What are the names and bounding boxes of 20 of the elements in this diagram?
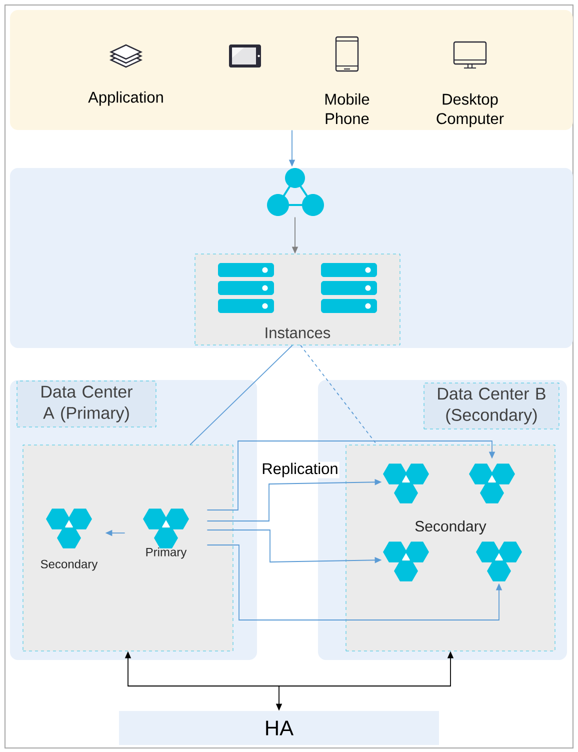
- title-box: Data Center B (Secondary): [424, 382, 560, 430]
- database-icon: [469, 464, 515, 504]
- panel: [10, 10, 573, 130]
- network-icon: [267, 168, 324, 216]
- tablet-icon: [229, 44, 261, 68]
- connector: [190, 344, 293, 446]
- icon-label: Application: [88, 91, 163, 106]
- icon-label: Mobile Phone: [325, 93, 370, 124]
- database-icon: [383, 464, 429, 504]
- edge-label: Replication: [260, 462, 340, 478]
- connector: [300, 344, 378, 446]
- icon-label: Primary: [146, 548, 187, 559]
- icon-label: Desktop Computer: [436, 93, 504, 128]
- database-icon: [383, 542, 429, 582]
- group-box: [22, 444, 234, 652]
- icon-label: Secondary: [40, 560, 98, 571]
- title-box: Data Center A (Primary): [16, 380, 156, 428]
- database-icon: [476, 542, 522, 582]
- connector: [206, 440, 496, 510]
- status-box: HA: [119, 711, 439, 745]
